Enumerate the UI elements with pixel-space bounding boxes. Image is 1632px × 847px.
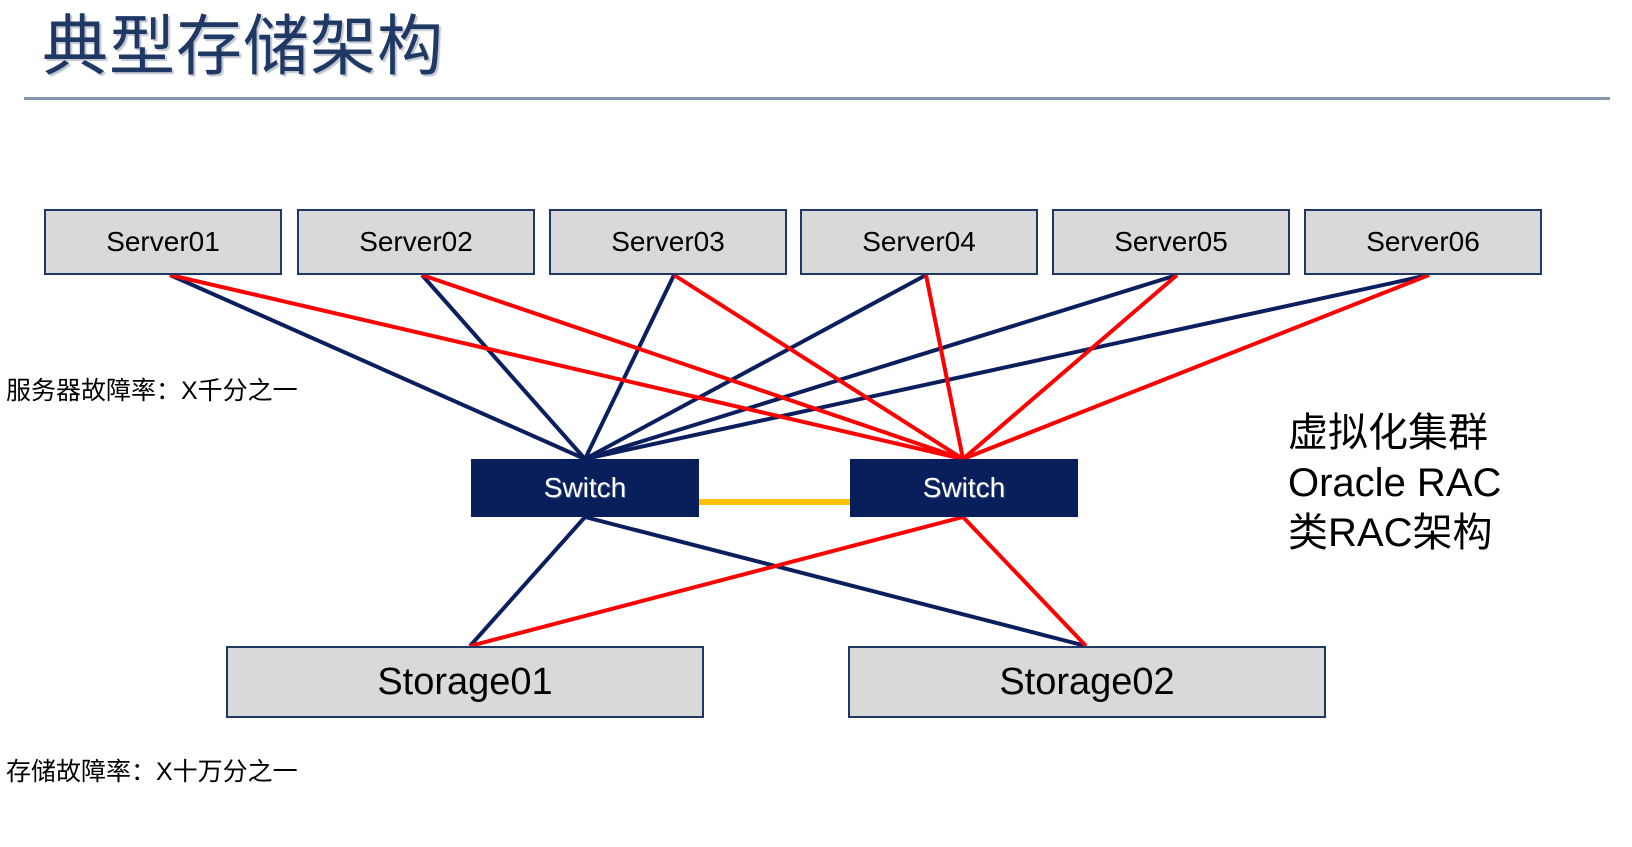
server-node-5[interactable]: Server05	[1052, 209, 1290, 275]
server-node-4[interactable]: Server04	[800, 209, 1038, 275]
link-server-to-switch-b	[961, 273, 1179, 461]
link-switch-to-storage	[584, 515, 1087, 648]
switch-node-label: Switch	[543, 472, 627, 503]
switch-node-2[interactable]: Switch	[850, 459, 1078, 517]
server-node-label: Server02	[359, 226, 473, 257]
switch-node-1[interactable]: Switch	[471, 459, 699, 517]
link-server-to-switch-a	[584, 273, 927, 461]
architecture-note: 虚拟化集群 Oracle RAC 类RAC架构	[1288, 408, 1501, 558]
link-switch-to-storage	[469, 515, 964, 648]
link-switch-to-storage	[468, 515, 587, 648]
link-server-to-switch-b	[421, 273, 964, 461]
link-server-to-switch-b	[169, 273, 964, 461]
link-server-to-switch-a	[169, 273, 586, 461]
link-server-to-switch-a	[420, 273, 587, 461]
storage-node-1[interactable]: Storage01	[226, 646, 704, 718]
server-node-label: Server03	[611, 226, 725, 257]
link-server-to-switch-a	[584, 273, 1178, 461]
architecture-note-line-2: Oracle RAC	[1288, 461, 1502, 505]
storage-failure-rate-label: 存储故障率：X十万分之一	[6, 758, 298, 786]
server-node-label: Server06	[1366, 226, 1480, 257]
architecture-note-line-1: 虚拟化集群	[1288, 411, 1488, 455]
switch-node-label: Switch	[922, 472, 1006, 503]
server-node-label: Server04	[862, 226, 976, 257]
link-switch-to-storage	[961, 515, 1088, 648]
server-node-3[interactable]: Server03	[549, 209, 787, 275]
link-server-to-switch-b	[672, 273, 965, 461]
server-node-1[interactable]: Server01	[44, 209, 282, 275]
page-title: 典型存储架构	[42, 9, 444, 83]
storage-node-label: Storage02	[999, 660, 1175, 703]
server-node-6[interactable]: Server06	[1304, 209, 1542, 275]
link-server-to-switch-b	[924, 274, 965, 460]
server-node-2[interactable]: Server02	[297, 209, 535, 275]
storage-node-2[interactable]: Storage02	[848, 646, 1326, 718]
link-server-to-switch-a	[583, 274, 676, 460]
link-server-to-switch-b	[962, 273, 1430, 461]
storage-node-label: Storage01	[377, 660, 553, 703]
architecture-note-line-3: 类RAC架构	[1288, 511, 1493, 555]
title-divider	[24, 97, 1610, 100]
server-failure-rate-label: 服务器故障率：X千分之一	[6, 377, 298, 405]
server-node-label: Server01	[106, 226, 220, 257]
server-node-label: Server05	[1114, 226, 1228, 257]
link-server-to-switch-a	[584, 273, 1430, 461]
